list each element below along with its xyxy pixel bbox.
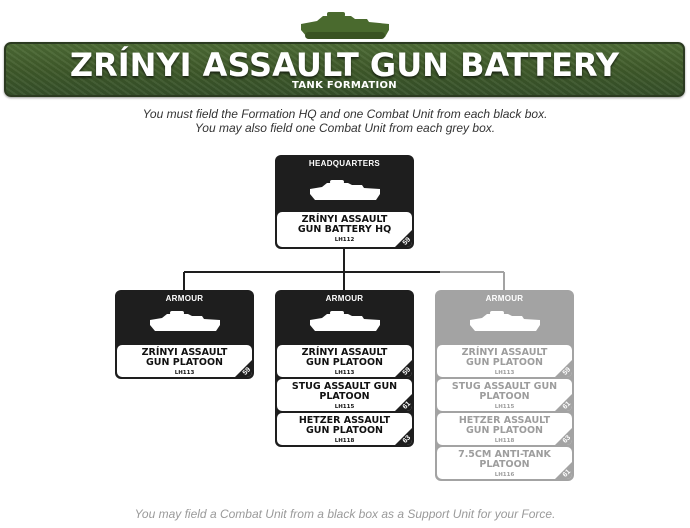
- unit-name: STUG ASSAULT GUN PLATOON: [451, 381, 558, 402]
- unit-code: LH113: [174, 370, 195, 376]
- unit-name: ZRÍNYI ASSAULT GUN PLATOON: [141, 347, 228, 368]
- formation-subtitle: TANK FORMATION: [292, 80, 397, 91]
- box-header: HEADQUARTERS: [308, 159, 381, 168]
- unit-code: LH118: [334, 438, 355, 444]
- unit-name: HETZER ASSAULT GUN PLATOON: [458, 415, 551, 436]
- unit-name: ZRÍNYI ASSAULT GUN PLATOON: [301, 347, 388, 368]
- box-header: ARMOUR: [165, 294, 204, 303]
- unit-card[interactable]: ZRÍNYI ASSAULT GUN PLATOON LH113 59: [277, 345, 412, 377]
- unit-code: LH112: [334, 237, 355, 243]
- hq-box: HEADQUARTERS ZRÍNYI ASSAULT GUN BATTERY …: [275, 155, 414, 249]
- assault-gun-icon: [149, 311, 220, 331]
- box-header: ARMOUR: [485, 294, 524, 303]
- armour-box: ARMOUR ZRÍNYI ASSAULT GUN PLATOON LH113 …: [275, 290, 414, 447]
- rule-line-2: You may also field one Combat Unit from …: [194, 121, 496, 135]
- armour-box: ARMOUR ZRÍNYI ASSAULT GUN PLATOON LH113 …: [115, 290, 254, 379]
- unit-code: LH115: [334, 404, 355, 410]
- support-unit-note: You may field a Combat Unit from a black…: [134, 507, 556, 521]
- unit-code: LH113: [334, 370, 355, 376]
- armour-box-optional: ARMOUR ZRÍNYI ASSAULT GUN PLATOON LH113 …: [435, 290, 574, 481]
- unit-name: ZRÍNYI ASSAULT GUN PLATOON: [461, 347, 548, 368]
- unit-card[interactable]: STUG ASSAULT GUN PLATOON LH115 61: [277, 379, 412, 411]
- unit-code: LH116: [494, 472, 515, 478]
- assault-gun-icon: [309, 311, 380, 331]
- unit-card[interactable]: 7.5CM ANTI-TANK PLATOON LH116 61: [437, 447, 572, 479]
- assault-gun-icon: [469, 311, 540, 331]
- unit-card[interactable]: HETZER ASSAULT GUN PLATOON LH118 63: [277, 413, 412, 445]
- unit-card[interactable]: ZRÍNYI ASSAULT GUN PLATOON LH113 59: [117, 345, 252, 377]
- assault-gun-icon: [309, 180, 380, 200]
- unit-card[interactable]: ZRÍNYI ASSAULT GUN BATTERY HQ LH112 59: [277, 212, 412, 247]
- box-header: ARMOUR: [325, 294, 364, 303]
- unit-card[interactable]: STUG ASSAULT GUN PLATOON LH115 61: [437, 379, 572, 411]
- unit-card[interactable]: ZRÍNYI ASSAULT GUN PLATOON LH113 59: [437, 345, 572, 377]
- title-banner: ZRÍNYI ASSAULT GUN BATTERY TANK FORMATIO…: [4, 42, 685, 97]
- unit-name: HETZER ASSAULT GUN PLATOON: [298, 415, 391, 436]
- unit-name: STUG ASSAULT GUN PLATOON: [291, 381, 398, 402]
- unit-code: LH113: [494, 370, 515, 376]
- unit-code: LH118: [494, 438, 515, 444]
- rule-line-1: You must field the Formation HQ and one …: [142, 107, 548, 121]
- tank-icon: [301, 12, 389, 39]
- unit-name: ZRÍNYI ASSAULT GUN BATTERY HQ: [297, 214, 392, 235]
- unit-code: LH115: [494, 404, 515, 410]
- unit-name: 7.5CM ANTI-TANK PLATOON: [458, 449, 551, 470]
- unit-card[interactable]: HETZER ASSAULT GUN PLATOON LH118 63: [437, 413, 572, 445]
- formation-title: ZRÍNYI ASSAULT GUN BATTERY: [69, 46, 620, 84]
